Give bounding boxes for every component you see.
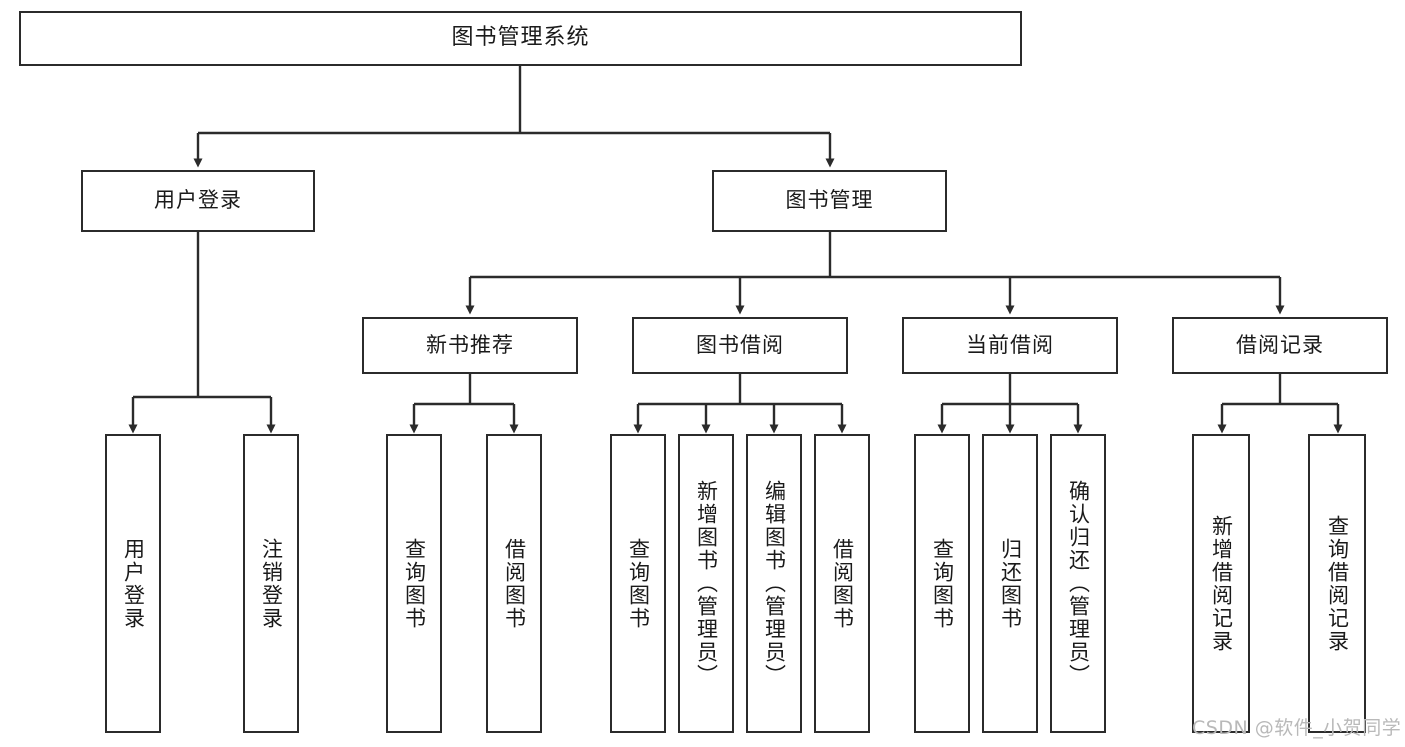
node-borrow-record-label: 借阅记录: [1236, 332, 1324, 357]
leaf-label: 借阅图书: [502, 537, 527, 630]
leaf-new-book-borrow[interactable]: 借阅图书: [486, 434, 542, 733]
leaf-user-login-signin[interactable]: 用户登录: [105, 434, 161, 733]
leaf-label: 注销登录: [259, 537, 284, 630]
leaf-user-login-signout[interactable]: 注销登录: [243, 434, 299, 733]
leaf-current-borrow-return[interactable]: 归还图书: [982, 434, 1038, 733]
node-book-borrow-label: 图书借阅: [696, 332, 784, 357]
node-borrow-record[interactable]: 借阅记录: [1172, 317, 1388, 374]
node-user-login[interactable]: 用户登录: [81, 170, 315, 232]
node-new-book-recommend-label: 新书推荐: [426, 332, 514, 357]
leaf-label: 编辑图书（管理员）: [762, 480, 787, 687]
node-user-login-label: 用户登录: [154, 188, 242, 213]
node-book-management-label: 图书管理: [785, 188, 874, 213]
leaf-current-borrow-query[interactable]: 查询图书: [914, 434, 970, 733]
node-root[interactable]: 图书管理系统: [19, 11, 1022, 66]
leaf-label: 确认归还（管理员）: [1066, 480, 1091, 687]
leaf-label: 用户登录: [121, 537, 146, 630]
leaf-label: 新增借阅记录: [1209, 514, 1234, 653]
node-root-label: 图书管理系统: [451, 25, 590, 51]
node-book-borrow[interactable]: 图书借阅: [632, 317, 848, 374]
leaf-book-borrow-edit[interactable]: 编辑图书（管理员）: [746, 434, 802, 733]
leaf-label: 新增图书（管理员）: [694, 480, 719, 687]
leaf-borrow-record-query[interactable]: 查询借阅记录: [1308, 434, 1366, 733]
node-current-borrow[interactable]: 当前借阅: [902, 317, 1118, 374]
leaf-borrow-record-add[interactable]: 新增借阅记录: [1192, 434, 1250, 733]
node-current-borrow-label: 当前借阅: [966, 332, 1054, 357]
leaf-label: 查询图书: [626, 537, 651, 630]
leaf-label: 查询图书: [930, 537, 955, 630]
leaf-new-book-query[interactable]: 查询图书: [386, 434, 442, 733]
leaf-label: 查询借阅记录: [1325, 514, 1350, 653]
node-new-book-recommend[interactable]: 新书推荐: [362, 317, 578, 374]
leaf-label: 归还图书: [998, 537, 1023, 630]
leaf-label: 查询图书: [402, 537, 427, 630]
watermark: CSDN @软件_小贺同学: [1192, 717, 1402, 739]
leaf-current-borrow-confirm-return[interactable]: 确认归还（管理员）: [1050, 434, 1106, 733]
leaf-label: 借阅图书: [830, 537, 855, 630]
leaf-book-borrow-query[interactable]: 查询图书: [610, 434, 666, 733]
leaf-book-borrow-borrow[interactable]: 借阅图书: [814, 434, 870, 733]
leaf-book-borrow-add[interactable]: 新增图书（管理员）: [678, 434, 734, 733]
node-book-management[interactable]: 图书管理: [712, 170, 947, 232]
